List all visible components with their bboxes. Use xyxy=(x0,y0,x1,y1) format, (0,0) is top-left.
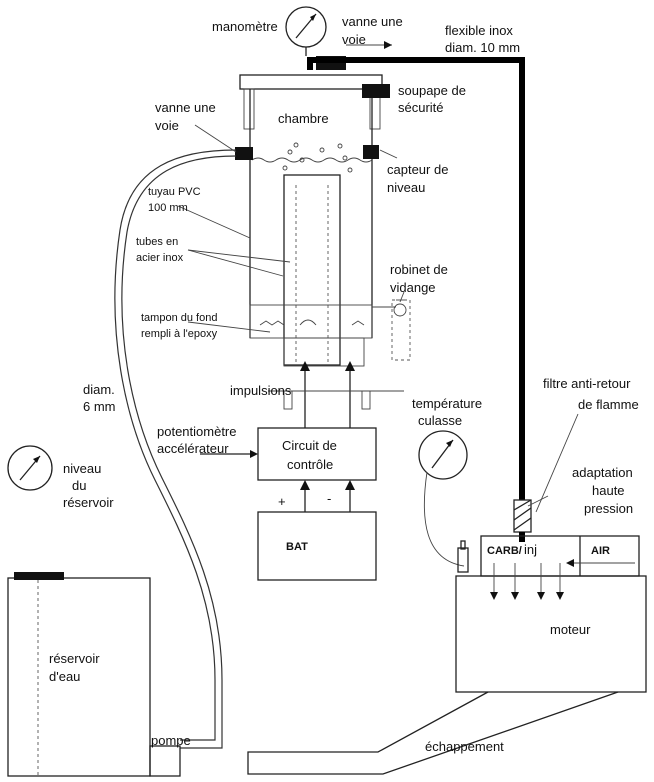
label-air: AIR xyxy=(591,545,610,557)
battery-box xyxy=(257,511,377,581)
label-vanne-top-1: vanne une xyxy=(342,14,403,29)
water-reservoir xyxy=(7,572,181,777)
label-potentiometre-2: accélérateur xyxy=(157,441,229,456)
pump-box xyxy=(149,745,181,777)
label-vanne-left-1: vanne une xyxy=(155,100,216,115)
label-filtre-2: de flamme xyxy=(578,397,639,412)
left-valve-block xyxy=(235,147,253,160)
label-echappement: échappement xyxy=(425,739,504,754)
label-tubes-2: acier inox xyxy=(136,252,184,264)
label-circuit-1: Circuit de xyxy=(282,438,337,453)
cylinder-head-temp-gauge xyxy=(418,430,468,567)
label-adaptation-3: pression xyxy=(584,501,633,516)
label-adaptation-1: adaptation xyxy=(572,465,633,480)
label-tuyau-1: tuyau PVC xyxy=(148,186,201,198)
label-minus: - xyxy=(327,491,331,506)
label-capteur-1: capteur de xyxy=(387,162,448,177)
label-potentiometre-1: potentiomètre xyxy=(157,424,237,439)
label-tubes-1: tubes en xyxy=(136,236,178,248)
label-robinet-2: vidange xyxy=(390,280,436,295)
label-vanne-left-2: voie xyxy=(155,118,179,133)
label-pompe: pompe xyxy=(151,733,191,748)
safety-valve-block xyxy=(362,84,390,98)
label-soupape-1: soupape de xyxy=(398,83,466,98)
label-diam-1: diam. xyxy=(83,382,115,397)
drain-tap xyxy=(372,299,411,361)
label-flexible-1: flexible inox xyxy=(445,23,513,38)
engine xyxy=(455,535,647,693)
label-soupape-2: sécurité xyxy=(398,100,444,115)
label-filtre-1: filtre anti-retour xyxy=(543,376,631,391)
label-tuyau-2: 100 mm xyxy=(148,202,188,214)
water-hose-6mm xyxy=(114,149,237,749)
label-niveau-1: niveau xyxy=(63,461,101,476)
label-manometre: manomètre xyxy=(212,19,278,34)
label-impulsions: impulsions xyxy=(230,383,292,398)
label-flexible-2: diam. 10 mm xyxy=(445,40,520,55)
level-sensor-block xyxy=(363,145,379,159)
label-temp-1: température xyxy=(412,396,482,411)
label-diam-2: 6 mm xyxy=(83,399,116,414)
label-robinet-1: robinet de xyxy=(390,262,448,277)
label-capteur-2: niveau xyxy=(387,180,425,195)
label-carb: CARB/ xyxy=(487,545,522,557)
label-temp-2: culasse xyxy=(418,413,462,428)
label-tampon-1: tampon du fond xyxy=(141,312,217,324)
label-bat: BAT xyxy=(286,541,308,553)
flame-arrestor-filter xyxy=(513,499,532,542)
label-vanne-top-2: voie xyxy=(342,32,366,47)
control-circuit-box xyxy=(257,427,377,481)
label-reservoir-1: réservoir xyxy=(49,651,100,666)
label-niveau-2: du xyxy=(72,478,86,493)
label-moteur: moteur xyxy=(550,622,591,637)
top-pressure-gauge xyxy=(285,6,327,56)
label-chambre: chambre xyxy=(278,111,329,126)
label-niveau-3: réservoir xyxy=(63,495,114,510)
stainless-flex-pipe xyxy=(307,57,525,500)
label-plus: + xyxy=(278,494,286,509)
chamber xyxy=(239,74,383,367)
exhaust-pipe xyxy=(247,691,619,775)
label-adaptation-2: haute xyxy=(592,483,625,498)
label-reservoir-2: d'eau xyxy=(49,669,80,684)
label-tampon-2: rempli à l'epoxy xyxy=(141,328,218,340)
impulse-arrows xyxy=(268,361,404,428)
label-circuit-2: contrôle xyxy=(287,457,333,472)
label-inj: inj xyxy=(524,542,537,557)
reservoir-level-gauge xyxy=(7,445,53,491)
